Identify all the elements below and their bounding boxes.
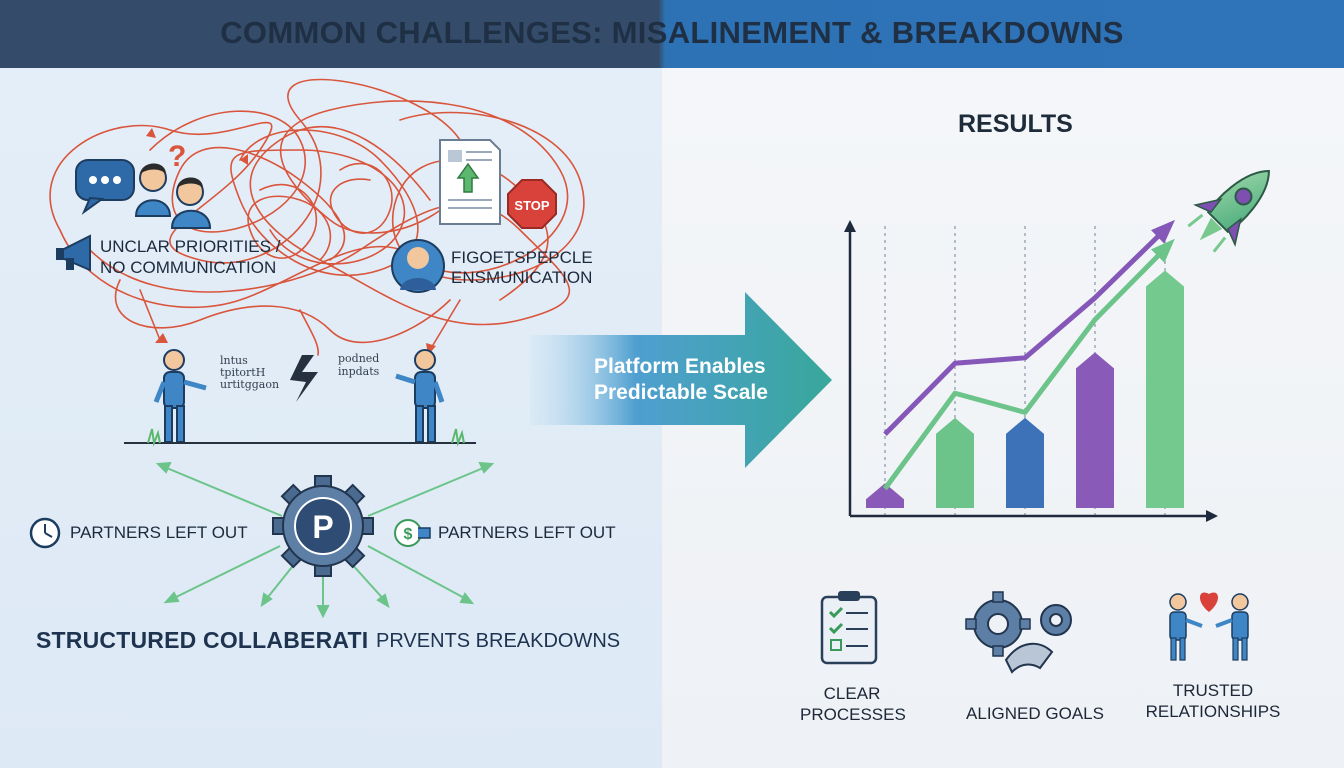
result-label-aligned-goals: ALIGNED GOALS — [960, 703, 1110, 724]
header-bar — [0, 0, 1344, 68]
result-1-line1: CLEAR — [823, 684, 881, 703]
platform-gear-hub — [272, 475, 374, 577]
problem-label-1-line1: UNCLAR PRIORITIES / — [100, 237, 281, 256]
bar-1 — [866, 483, 904, 508]
bar-2 — [936, 417, 974, 508]
result-label-trusted-relationships: TRUSTED RELATIONSHIPS — [1140, 680, 1286, 722]
tangled-communication-scribble — [49, 78, 585, 356]
stop-sign-label: STOP — [514, 198, 549, 213]
person-right-figure — [395, 349, 445, 443]
speech-right-line1: podned — [338, 352, 380, 365]
arrow-text-line2: Predictable Scale — [594, 381, 768, 404]
result-3-line2: RELATIONSHIPS — [1145, 702, 1281, 721]
megaphone-icon — [56, 234, 91, 272]
left-caption-part1: STRUCTURED COLLABERATI — [36, 627, 369, 653]
trend-arrowhead-2 — [1151, 238, 1175, 263]
stop-sign-icon — [507, 179, 557, 229]
trend-line-2 — [882, 246, 1167, 491]
result-label-clear-processes: CLEAR PROCESSES — [800, 683, 906, 725]
bar-4 — [1076, 352, 1114, 508]
lightning-break-icon — [290, 355, 318, 402]
hub-radiating-arrows — [155, 461, 495, 619]
problem-label-2-line2: ENSMUNICATION — [451, 268, 593, 287]
document-upload-icon — [439, 139, 501, 225]
question-mark-icon: ? — [168, 140, 186, 173]
growth-chart — [844, 219, 1218, 522]
person-left-figure — [153, 349, 207, 443]
clock-icon — [29, 517, 61, 549]
problem-label-1-line2: NO COMMUNICATION — [100, 258, 277, 277]
person-avatar-icon — [391, 239, 445, 293]
result-1-line2: PROCESSES — [800, 705, 906, 724]
result-3-line1: TRUSTED — [1172, 681, 1254, 700]
trend-arrowhead-1 — [1151, 219, 1176, 244]
speech-bubble-icon — [75, 159, 135, 215]
result-2-line1: ALIGNED GOALS — [966, 704, 1104, 723]
svg-text:$: $ — [404, 526, 413, 543]
partner-label-right: PARTNERS LEFT OUT — [438, 523, 616, 542]
y-axis-arrow — [844, 220, 856, 232]
x-axis-arrow — [1206, 510, 1218, 522]
bar-3 — [1006, 417, 1044, 508]
money-hand-icon: $ — [394, 519, 431, 547]
trend-line-1 — [883, 227, 1167, 436]
speech-left-line2: tpitortH — [220, 366, 266, 379]
people-heart-icon — [1169, 592, 1249, 661]
partner-label-left: PARTNERS LEFT OUT — [70, 523, 248, 542]
page-title: COMMON CHALLENGES: MISALINEMENT & BREAKD… — [220, 15, 1124, 50]
gears-handshake-icon — [965, 591, 1072, 674]
confused-people-icon — [134, 163, 212, 229]
clipboard-checklist-icon — [820, 591, 878, 665]
scale-arrow-shape — [530, 292, 832, 468]
speech-left-line1: lntus — [220, 354, 248, 367]
bar-5 — [1146, 270, 1184, 508]
rocket-icon — [1187, 170, 1270, 253]
speech-left-line3: urtitggaon — [220, 378, 280, 391]
results-heading: RESULTS — [958, 110, 1073, 138]
problem-label-2-line1: FIGOETSPEPCLE — [451, 248, 593, 267]
hub-letter: P — [312, 509, 333, 545]
speech-right-line2: inpdats — [338, 365, 380, 378]
arrow-text-line1: Platform Enables — [594, 355, 766, 378]
left-caption-part2: PRVENTS BREAKDOWNS — [376, 630, 621, 652]
